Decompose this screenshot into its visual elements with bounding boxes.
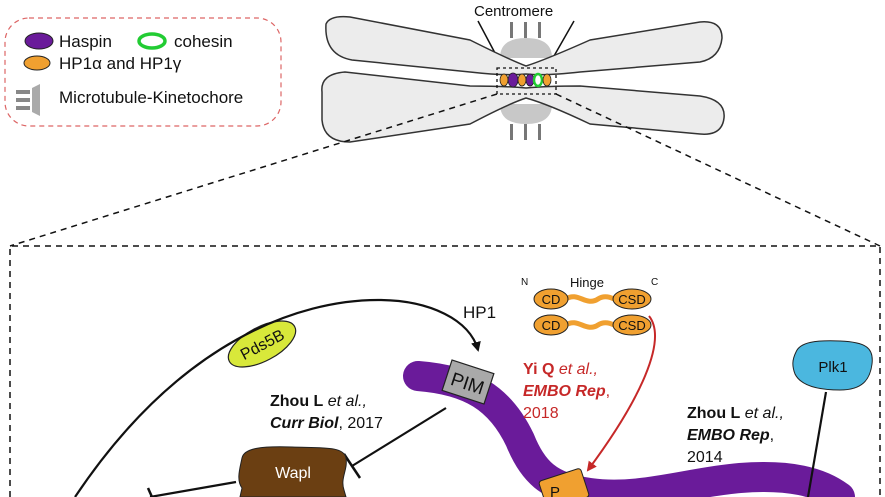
svg-text:EMBO Rep,: EMBO Rep, (523, 383, 610, 400)
centromere-label: Centromere (474, 3, 553, 20)
zhou2014-year: 2014 (687, 449, 723, 466)
citation-yi-2018: Yi Q et al., EMBO Rep, 2018 (523, 361, 610, 422)
zoom-line-left (9, 93, 498, 247)
hp1-csd-bottom (612, 314, 652, 336)
haspin-legend-swatch (24, 32, 54, 50)
svg-text:Curr Biol, 2017: Curr Biol, 2017 (270, 415, 383, 432)
hp1-n-terminus-label: N (521, 277, 528, 288)
legend-border (4, 17, 282, 127)
zhou2017-author: Zhou L (270, 393, 324, 410)
binding-motif-label: P (550, 484, 560, 497)
zhou2014-etal: et al., (740, 405, 784, 422)
sister-chromatid-top (325, 15, 723, 76)
yi2018-author: Yi Q (523, 361, 554, 378)
hp1-csd-top (612, 288, 652, 310)
hp1-c-terminus-label: C (651, 277, 658, 288)
plk1-label: Plk1 (818, 359, 847, 376)
cohesin-legend-swatch (137, 32, 167, 50)
legend: Haspin cohesin HP1α and HP1γ Microtubule… (4, 17, 282, 127)
svg-text:Zhou L et al.,: Zhou L et al., (270, 393, 367, 410)
svg-text:Yi Q et al.,: Yi Q et al., (523, 361, 598, 378)
chromosome: Centromere (321, 3, 725, 143)
kinetochore-bottom (500, 104, 552, 140)
pim-inhibits-wapl-line (351, 407, 447, 467)
svg-text:EMBO Rep,: EMBO Rep, (687, 427, 774, 444)
hp1-hinge-label: Hinge (570, 275, 604, 290)
legend-hp1-label: HP1α and HP1γ (59, 54, 182, 73)
wapl-inhibition-bar (146, 487, 154, 497)
hp1-domain-structure: HP1 N Hinge C CD CD CSD CSD (463, 275, 658, 336)
zhou2017-journal: Curr Biol (270, 415, 339, 432)
hp1-csd-top-label: CSD (618, 292, 645, 307)
centromere-zoom-box (496, 67, 557, 95)
centromere-proteins (499, 72, 552, 88)
pds5b-recruitment-arrow (74, 298, 481, 497)
hp1-legend-swatch (23, 55, 51, 71)
zoom-line-right (555, 93, 881, 247)
wapl-inhibition-line (149, 480, 237, 497)
kinetochore-top (500, 22, 552, 58)
hp1-binding-motif: P (538, 468, 590, 497)
plk1-protein: Plk1 (792, 340, 873, 391)
hp1-hinge-top (564, 294, 616, 304)
citation-zhou-2017: Zhou L et al., Curr Biol, 2017 (270, 393, 383, 432)
pim-motif: PIM (441, 359, 495, 405)
zhou2017-etal: et al., (323, 393, 367, 410)
haspin-protein (403, 361, 855, 497)
zhou2014-journal: EMBO Rep (687, 427, 770, 444)
yi2018-journal: EMBO Rep (523, 383, 606, 400)
hp1-cd-top-label: CD (542, 292, 561, 307)
hp1-title: HP1 (463, 303, 496, 322)
citation-zhou-2014: Zhou L et al., EMBO Rep, 2014 (687, 405, 784, 466)
pim-inhibits-wapl-bar (342, 453, 362, 479)
zoom-panel-border (9, 245, 881, 497)
zhou2014-comma: , (770, 427, 774, 444)
hp1-cd-top (533, 288, 569, 310)
yi2018-year: 2018 (523, 405, 559, 422)
sister-chromatid-bottom (321, 71, 725, 143)
hp1-cd-bottom (533, 314, 569, 336)
legend-haspin-label: Haspin (59, 32, 112, 51)
pds5b-protein: Pds5B (227, 320, 297, 368)
zhou2014-author: Zhou L (687, 405, 741, 422)
svg-text:Zhou L et al.,: Zhou L et al., (687, 405, 784, 422)
zhou2017-year: , 2017 (338, 415, 383, 432)
microtubule-kinetochore-legend-icon (16, 84, 40, 116)
wapl-protein: Wapl (238, 446, 347, 497)
yi2018-comma: , (606, 383, 610, 400)
legend-microtubule-label: Microtubule-Kinetochore (59, 88, 243, 107)
yi2018-etal: et al., (554, 361, 598, 378)
hp1-cd-bottom-label: CD (542, 318, 561, 333)
hp1-hinge-bottom (564, 320, 616, 330)
plk1-connector-line (806, 391, 828, 497)
wapl-label: Wapl (275, 465, 311, 482)
hp1-csd-bottom-label: CSD (618, 318, 645, 333)
legend-cohesin-label: cohesin (174, 32, 233, 51)
hp1-binding-arrow (586, 315, 656, 472)
